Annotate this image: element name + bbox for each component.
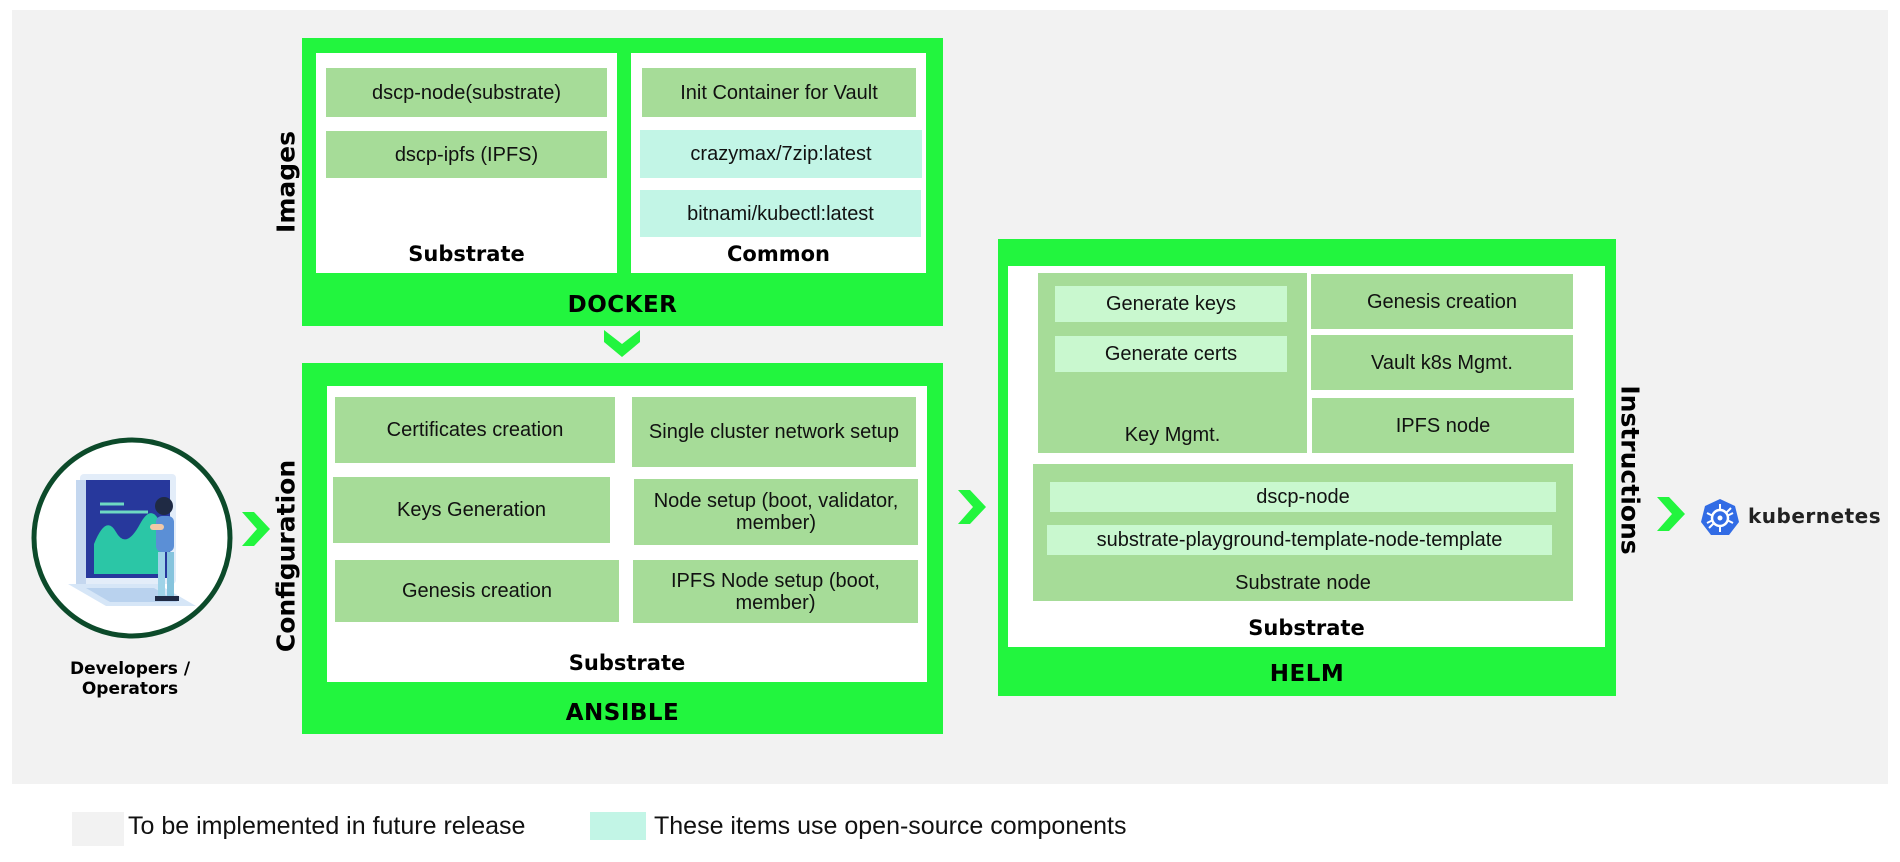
docker-item-init-container: Init Container for Vault <box>642 68 916 117</box>
ansible-item-genesis: Genesis creation <box>335 560 619 622</box>
ansible-item-node-setup: Node setup (boot, validator, member) <box>634 479 918 545</box>
ansible-item-keys-generation: Keys Generation <box>333 477 610 543</box>
docker-item-7zip: crazymax/7zip:latest <box>640 130 922 178</box>
developers-label: Developers / Operators <box>69 659 191 699</box>
helm-item-playground-template: substrate-playground-template-node-templ… <box>1047 525 1552 555</box>
docker-title: DOCKER <box>567 292 678 318</box>
images-label: Images <box>271 131 301 233</box>
helm-item-genesis: Genesis creation <box>1311 274 1573 329</box>
chevron-right-icon <box>1657 497 1685 531</box>
docker-item-dscp-node: dscp-node(substrate) <box>326 68 607 117</box>
ansible-item-certificates: Certificates creation <box>335 397 615 463</box>
docker-substrate-label: Substrate <box>408 242 525 266</box>
helm-key-mgmt-label: Key Mgmt. <box>1124 424 1221 446</box>
legend-future-text: To be implemented in future release <box>128 812 526 840</box>
helm-title: HELM <box>1269 661 1345 687</box>
kubernetes-label: kubernetes <box>1748 504 1882 528</box>
chevron-right-icon <box>958 490 986 524</box>
legend-swatch-future <box>72 812 124 846</box>
docker-item-kubectl: bitnami/kubectl:latest <box>640 190 921 237</box>
ansible-substrate-label: Substrate <box>568 651 686 675</box>
helm-item-dscp-node: dscp-node <box>1050 482 1556 512</box>
helm-item-generate-keys: Generate keys <box>1055 286 1287 322</box>
chevron-down-icon <box>604 330 640 357</box>
helm-item-ipfs-node: IPFS node <box>1312 398 1574 453</box>
configuration-label: Configuration <box>271 459 301 653</box>
developer-illustration <box>31 437 233 639</box>
ansible-item-ipfs-node-setup: IPFS Node setup (boot, member) <box>633 560 918 623</box>
legend-opensource-text: These items use open-source components <box>654 812 1127 840</box>
docker-item-dscp-ipfs: dscp-ipfs (IPFS) <box>326 131 607 178</box>
chevron-right-icon <box>242 512 270 546</box>
helm-substrate-label: Substrate <box>1248 616 1365 640</box>
instructions-label: Instructions <box>1615 385 1645 555</box>
helm-substrate-node-label: Substrate node <box>1235 572 1371 594</box>
legend-swatch-opensource <box>590 812 646 840</box>
ansible-item-single-cluster: Single cluster network setup <box>632 397 916 467</box>
kubernetes-icon <box>1701 499 1739 535</box>
docker-common-label: Common <box>727 242 830 266</box>
ansible-title: ANSIBLE <box>565 700 680 726</box>
helm-item-generate-certs: Generate certs <box>1055 336 1287 372</box>
helm-item-vault-k8s: Vault k8s Mgmt. <box>1311 335 1573 390</box>
